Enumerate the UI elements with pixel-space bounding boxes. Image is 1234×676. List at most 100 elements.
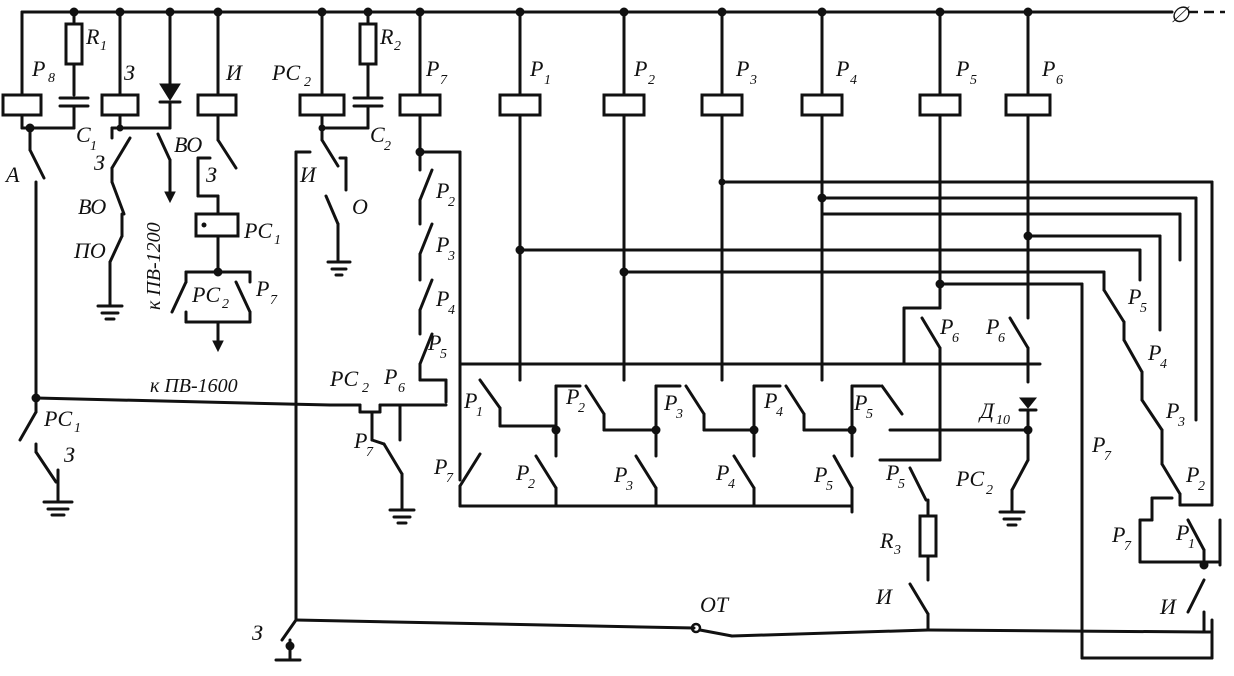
label-r2: R <box>379 24 394 49</box>
label-p7-right: Р <box>1091 432 1105 457</box>
label-vo-diode: ВО <box>174 132 202 157</box>
label-p1: Р <box>529 56 543 81</box>
resistor-r2 <box>358 22 378 66</box>
svg-text:7: 7 <box>1124 539 1132 554</box>
relay-coil-p6 <box>1004 93 1052 117</box>
svg-text:2: 2 <box>448 195 455 210</box>
label-ladder-p2: Р <box>565 384 579 409</box>
relay-coil-p2 <box>602 93 646 117</box>
svg-text:1: 1 <box>100 39 107 54</box>
label-rc2-contact-2: РС <box>329 366 358 391</box>
svg-text:3: 3 <box>1177 415 1185 430</box>
label-z-contact: З <box>94 150 105 175</box>
label-p7-contact: Р <box>255 276 269 301</box>
svg-text:1: 1 <box>90 139 97 154</box>
svg-text:2: 2 <box>394 39 401 54</box>
svg-text:4: 4 <box>448 303 455 318</box>
label-i: И <box>225 60 243 85</box>
svg-text:6: 6 <box>952 331 959 346</box>
label-p5: Р <box>955 56 969 81</box>
label-c2: C <box>370 122 385 147</box>
relay-coil-p8 <box>1 93 43 117</box>
note-pv1600: к ПВ-1600 <box>150 375 238 397</box>
svg-text:5: 5 <box>970 73 977 88</box>
label-rc2: РС <box>271 60 300 85</box>
resistor-r1 <box>64 22 84 66</box>
label-r1: R <box>85 24 100 49</box>
svg-text:10: 10 <box>996 413 1010 428</box>
svg-text:2: 2 <box>1198 479 1205 494</box>
label-rc2-right: РС <box>955 466 984 491</box>
svg-text:4: 4 <box>776 405 783 420</box>
svg-text:3: 3 <box>625 479 633 494</box>
svg-text:2: 2 <box>528 477 535 492</box>
label-z-contact-3: З <box>64 442 75 467</box>
svg-text:2: 2 <box>304 75 311 90</box>
svg-text:7: 7 <box>446 471 454 486</box>
label-o: О <box>352 194 368 219</box>
svg-text:7: 7 <box>440 73 448 88</box>
relay-coil-p4 <box>800 93 844 117</box>
right-contact-chain <box>1080 288 1222 660</box>
svg-text:6: 6 <box>1056 73 1063 88</box>
label-ladder-p7: Р <box>433 454 447 479</box>
note-pv1200: к ПВ-1200 <box>143 222 165 310</box>
label-ladder-p5: Р <box>853 390 867 415</box>
svg-text:7: 7 <box>270 293 278 308</box>
relay-coil-p7 <box>398 93 442 117</box>
relay-coil-rc2 <box>298 93 346 117</box>
svg-text:4: 4 <box>850 73 857 88</box>
label-c1: C <box>76 122 91 147</box>
svg-text:8: 8 <box>48 71 55 86</box>
p8-branch <box>1 10 90 517</box>
relay-coil-z <box>100 93 140 117</box>
diode-d10 <box>1018 397 1038 409</box>
label-i-contact: И <box>299 162 317 187</box>
label-p2: Р <box>633 56 647 81</box>
supply-terminal-symbol: ∅ <box>1170 2 1190 27</box>
label-z: З <box>124 60 135 85</box>
svg-text:4: 4 <box>1160 357 1167 372</box>
svg-text:2: 2 <box>986 483 993 498</box>
diode-vo <box>159 83 181 101</box>
label-i-right: И <box>1159 594 1177 619</box>
p5-p6-lower <box>274 306 1206 662</box>
svg-text:1: 1 <box>476 405 483 420</box>
label-rc-p2: Р <box>1185 462 1199 487</box>
label-ladder-p1: Р <box>463 388 477 413</box>
svg-text:3: 3 <box>893 543 901 558</box>
label-p7-ground: Р <box>353 428 367 453</box>
label-r3: R <box>879 528 894 553</box>
relay-coil-p5 <box>918 93 962 117</box>
resistor-r3 <box>918 514 938 558</box>
svg-text:2: 2 <box>578 401 585 416</box>
svg-text:6: 6 <box>998 331 1005 346</box>
svg-text:5: 5 <box>440 347 447 362</box>
label-rc1: РС <box>243 218 272 243</box>
label-ladder-b-p5: Р <box>813 462 827 487</box>
label-d10: Д <box>978 398 995 423</box>
label-rc-p1: Р <box>1175 520 1189 545</box>
svg-text:2: 2 <box>362 381 369 396</box>
label-z-bottom: З <box>252 620 263 645</box>
svg-text:3: 3 <box>749 73 757 88</box>
relay-coil-p3 <box>700 93 744 117</box>
svg-text:1: 1 <box>274 233 281 248</box>
label-p8: Р <box>31 56 45 81</box>
svg-text:2: 2 <box>222 297 229 312</box>
label-ladder-b-p4: Р <box>715 460 729 485</box>
label-p6-a: Р <box>939 314 953 339</box>
label-ladder-b-p3: Р <box>613 462 627 487</box>
i-branch <box>170 10 252 353</box>
svg-text:6: 6 <box>398 381 405 396</box>
svg-text:1: 1 <box>1188 537 1195 552</box>
label-chain-p5: Р <box>427 330 441 355</box>
svg-text:3: 3 <box>447 249 455 264</box>
z-branch <box>96 10 182 321</box>
label-rc-p7: Р <box>1111 522 1125 547</box>
label-rc-p5: Р <box>1127 284 1141 309</box>
svg-text:5: 5 <box>898 477 905 492</box>
label-p3: Р <box>735 56 749 81</box>
